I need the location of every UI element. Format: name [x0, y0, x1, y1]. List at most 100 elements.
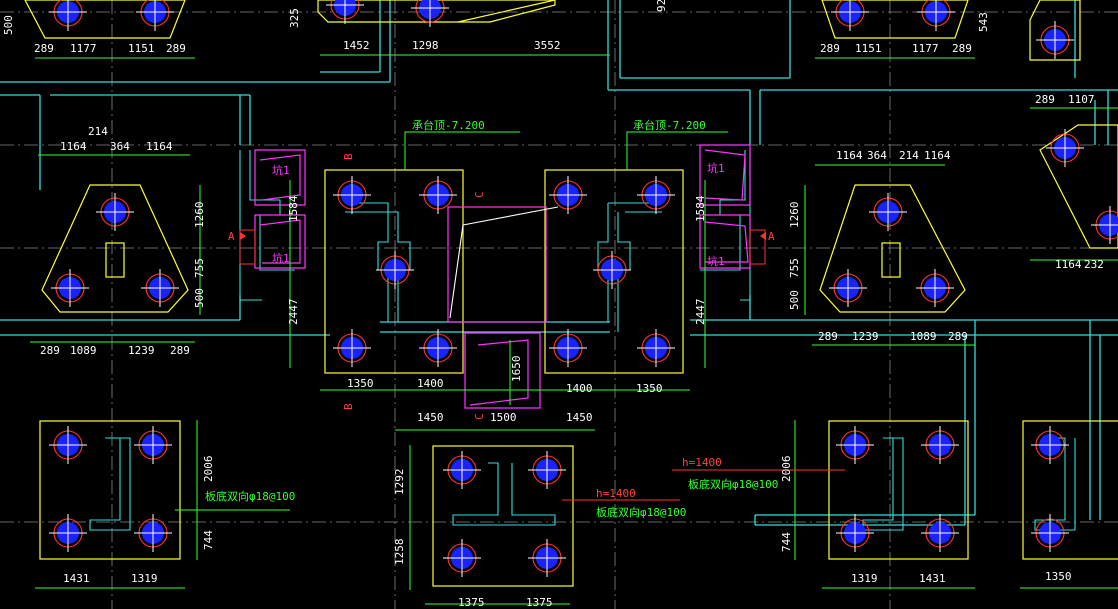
dim-364a: 364 — [110, 140, 130, 153]
dim-e1319a: 1319 — [131, 572, 158, 585]
pile-4 — [326, 0, 364, 24]
cap-top-left — [24, 0, 186, 39]
dim-c1500: 1500 — [490, 411, 517, 424]
cap-thickness-label-2: h=1400 — [682, 456, 722, 469]
dim-c1350a: 1350 — [347, 377, 374, 390]
pile-1 — [49, 0, 87, 31]
dim-t4: 289 — [166, 42, 186, 55]
dim-1584a: 1584 — [287, 195, 300, 222]
dim-c1450a: 1450 — [417, 411, 444, 424]
section-mark-c-top: C — [473, 191, 486, 198]
dim-t6: 1298 — [412, 39, 439, 52]
pile-37 — [1031, 514, 1069, 552]
dim-1292: 1292 — [393, 469, 406, 496]
pile-22 — [549, 329, 587, 367]
dim-1164c: 1164 — [836, 149, 863, 162]
dim-744b: 744 — [780, 532, 793, 552]
pile-13 — [916, 269, 954, 307]
cap-thickness-label-1: h=1400 — [596, 487, 636, 500]
dim-b289d: 289 — [948, 330, 968, 343]
pile-17 — [333, 329, 371, 367]
pile-32 — [836, 426, 874, 464]
pile-19 — [549, 176, 587, 214]
dim-b1089a: 1089 — [70, 344, 97, 357]
dim-2006b: 2006 — [780, 456, 793, 483]
cap-bottom-center — [432, 445, 574, 587]
dim-1164e: 1164 — [1055, 258, 1082, 271]
rebar-label-2: 板底双向φ18@100 — [596, 505, 686, 519]
pile-29 — [528, 451, 566, 489]
dim-2447b: 2447 — [694, 299, 707, 326]
cap-right-edge — [1039, 124, 1118, 249]
dim-1164d: 1164 — [924, 149, 951, 162]
pit-label-2: 坑1 — [272, 251, 290, 265]
rebar-label-1: 板底双向φ18@100 — [205, 489, 295, 503]
piles-layer — [49, 0, 1118, 577]
pile-39 — [1091, 206, 1118, 244]
pile-15 — [419, 176, 457, 214]
dim-232: 232 — [1084, 258, 1104, 271]
pile-10 — [141, 269, 179, 307]
pile-27 — [134, 514, 172, 552]
cap-bottom-right — [828, 420, 969, 560]
pile-24 — [49, 426, 87, 464]
dim-1650: 1650 — [510, 356, 523, 383]
pits — [254, 144, 751, 409]
pit-label-3: 坑1 — [707, 161, 725, 175]
pile-31 — [528, 539, 566, 577]
dim-b1239b: 1239 — [852, 330, 879, 343]
rebar-label-3: 板底双向φ18@100 — [688, 477, 778, 491]
cap-top-center — [317, 0, 556, 23]
dim-e1431b: 1431 — [919, 572, 946, 585]
dim-e1431a: 1431 — [63, 572, 90, 585]
dim-e1319b: 1319 — [851, 572, 878, 585]
annotation-lines — [562, 469, 845, 501]
foundation-beams — [0, 0, 1118, 526]
dim-2447a: 2447 — [287, 299, 300, 326]
pit-box-3 — [699, 144, 751, 206]
pile-23 — [637, 329, 675, 367]
section-mark-b-bottom: B — [342, 403, 355, 410]
dim-v543: 543 — [977, 12, 990, 32]
pile-14 — [333, 176, 371, 214]
dim-b289a: 289 — [40, 344, 60, 357]
dim-744a: 744 — [202, 530, 215, 550]
dim-755a: 755 — [193, 258, 206, 278]
section-mark-c-bottom: C — [473, 413, 486, 420]
dim-t5: 1452 — [343, 39, 370, 52]
pile-8 — [96, 193, 134, 231]
dim-t2: 1177 — [70, 42, 97, 55]
pile-34 — [836, 514, 874, 552]
pile-38 — [1046, 129, 1084, 167]
dim-v92: 92 — [655, 0, 668, 12]
pit-label-1: 坑1 — [272, 163, 290, 177]
cap-center-left — [324, 169, 464, 374]
dim-1584b: 1584 — [694, 195, 707, 222]
pit-box-4 — [699, 214, 751, 269]
pile-21 — [593, 251, 631, 289]
dim-1164b: 1164 — [146, 140, 173, 153]
dim-1260b: 1260 — [788, 202, 801, 229]
dim-1260a: 1260 — [193, 202, 206, 229]
pile-11 — [869, 193, 907, 231]
pile-30 — [443, 539, 481, 577]
section-arrows — [240, 232, 766, 240]
cap-triangle-right — [819, 184, 966, 313]
dim-b289c: 289 — [818, 330, 838, 343]
pit-box-1 — [254, 149, 306, 206]
dim-214b: 214 — [899, 149, 919, 162]
dim-214a: 214 — [88, 125, 108, 138]
dim-b1239a: 1239 — [128, 344, 155, 357]
pile-3 — [411, 0, 449, 27]
dim-t8: 289 — [820, 42, 840, 55]
pile-25 — [134, 426, 172, 464]
pit-center — [447, 206, 547, 323]
pile-2 — [136, 0, 174, 31]
dim-e1375b: 1375 — [526, 596, 553, 609]
section-mark-a-right: A — [768, 230, 775, 243]
cap-bottom-left — [39, 420, 181, 560]
pile-18 — [419, 329, 457, 367]
